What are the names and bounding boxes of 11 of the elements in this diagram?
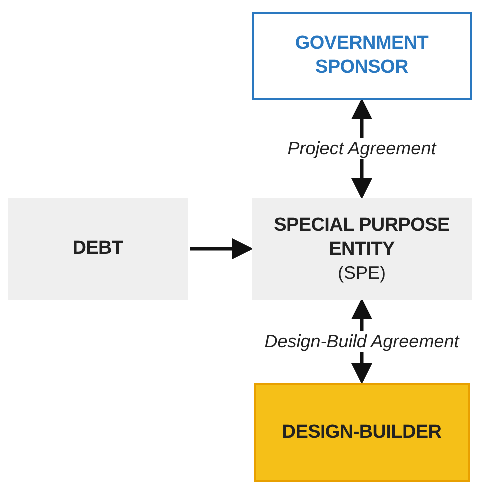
edge-label: Project Agreement — [286, 138, 438, 160]
entity-box — [252, 198, 472, 300]
edge-label: Design-Build Agreement — [262, 331, 462, 352]
node-title: GOVERNMENT SPONSOR — [294, 32, 430, 80]
sponsor-box — [252, 12, 472, 100]
node-subtitle: (SPE) — [338, 262, 386, 284]
node-title: DEBT — [72, 237, 124, 261]
builder-box — [254, 383, 470, 482]
node-title: DESIGN-BUILDER — [281, 420, 443, 444]
node-title: SPECIAL PURPOSE ENTITY — [273, 214, 451, 262]
arrow — [190, 238, 254, 260]
